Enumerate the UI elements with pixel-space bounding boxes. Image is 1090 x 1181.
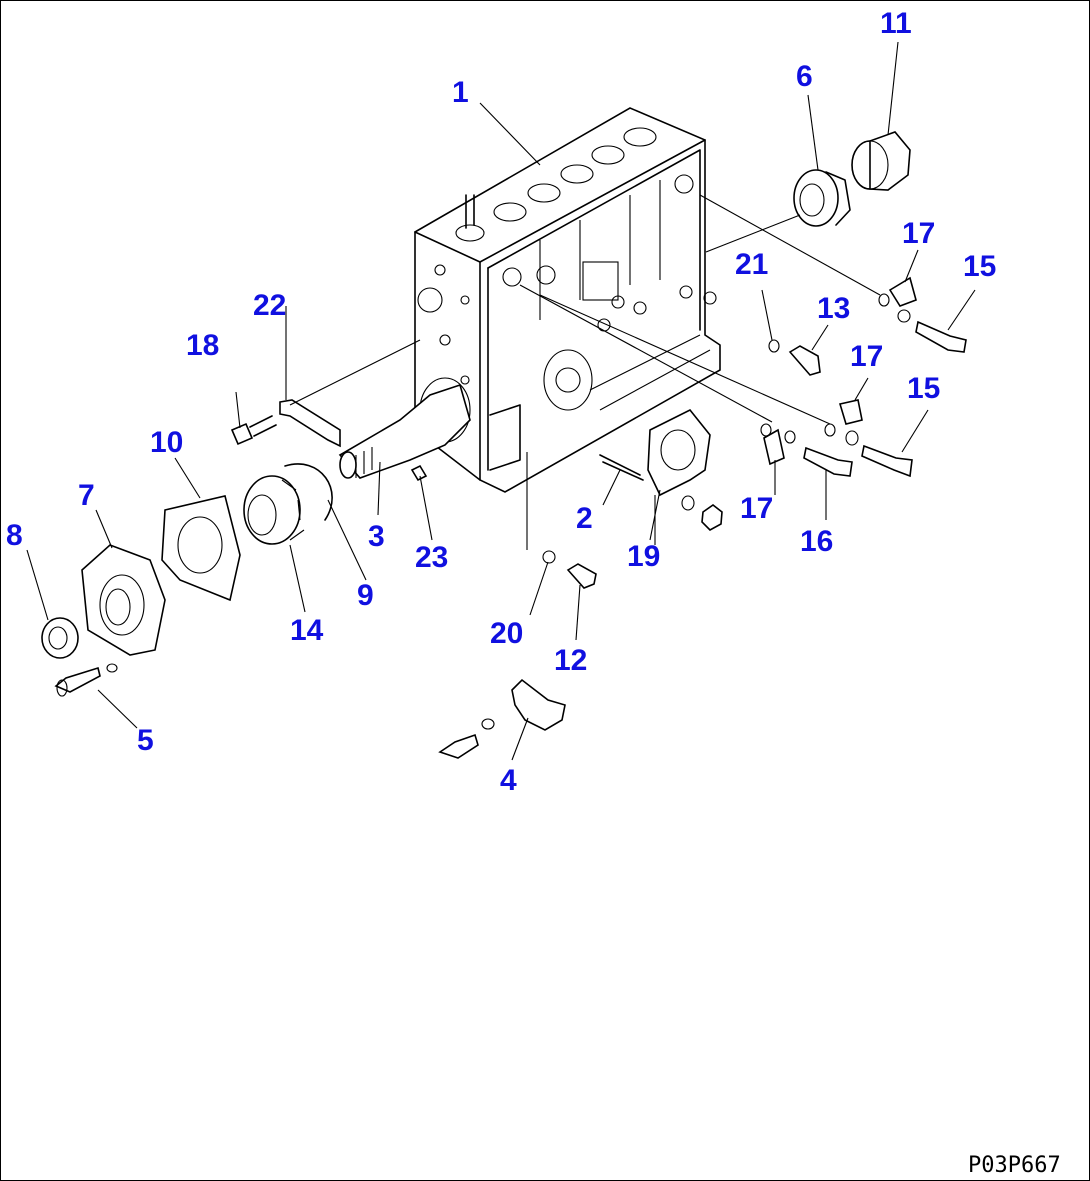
bracket-4 bbox=[438, 678, 566, 759]
gear-14 bbox=[243, 463, 333, 545]
bearing-6 bbox=[793, 169, 851, 227]
bolt-5 bbox=[54, 663, 118, 697]
callout-10: 10 bbox=[150, 426, 183, 459]
callout-6: 6 bbox=[796, 60, 813, 93]
stud-and-plate bbox=[599, 408, 723, 531]
callout-labels: 1 2 3 4 5 6 7 8 9 10 11 12 13 14 15 15 1… bbox=[6, 7, 996, 797]
nut-8 bbox=[41, 617, 79, 659]
callout-21: 21 bbox=[735, 248, 768, 281]
washer-20-plug-12 bbox=[542, 550, 597, 589]
callout-18: 18 bbox=[186, 329, 219, 362]
callout-23: 23 bbox=[415, 541, 448, 574]
callout-13: 13 bbox=[817, 292, 850, 325]
leader-lines bbox=[26, 41, 976, 761]
drive-shaft bbox=[338, 383, 471, 482]
right-fittings bbox=[760, 276, 967, 478]
callout-14: 14 bbox=[290, 614, 324, 647]
callout-12: 12 bbox=[554, 644, 587, 677]
callout-11: 11 bbox=[880, 7, 912, 40]
gasket-10 bbox=[161, 495, 241, 602]
callout-9: 9 bbox=[357, 579, 374, 612]
drawing-code: P03P667 bbox=[968, 1153, 1061, 1178]
cover-7 bbox=[81, 544, 166, 656]
callout-20: 20 bbox=[490, 617, 523, 650]
callout-16: 16 bbox=[800, 525, 833, 558]
callout-17-upper: 17 bbox=[902, 217, 935, 250]
callout-7: 7 bbox=[78, 479, 95, 512]
callout-3: 3 bbox=[368, 520, 385, 553]
pump-housing bbox=[414, 107, 721, 493]
callout-22: 22 bbox=[253, 289, 286, 322]
callout-17-middle: 17 bbox=[850, 340, 883, 373]
callout-15-lower: 15 bbox=[907, 372, 940, 405]
callout-17-lower: 17 bbox=[740, 492, 773, 525]
callout-4: 4 bbox=[500, 764, 517, 797]
callout-1: 1 bbox=[452, 76, 469, 109]
callout-5: 5 bbox=[137, 724, 154, 757]
callout-8: 8 bbox=[6, 519, 23, 552]
bracket-22 bbox=[230, 399, 341, 448]
bushing-11 bbox=[851, 131, 911, 191]
callout-2: 2 bbox=[576, 502, 593, 535]
callout-19: 19 bbox=[627, 540, 660, 573]
callout-15-upper: 15 bbox=[963, 250, 996, 283]
